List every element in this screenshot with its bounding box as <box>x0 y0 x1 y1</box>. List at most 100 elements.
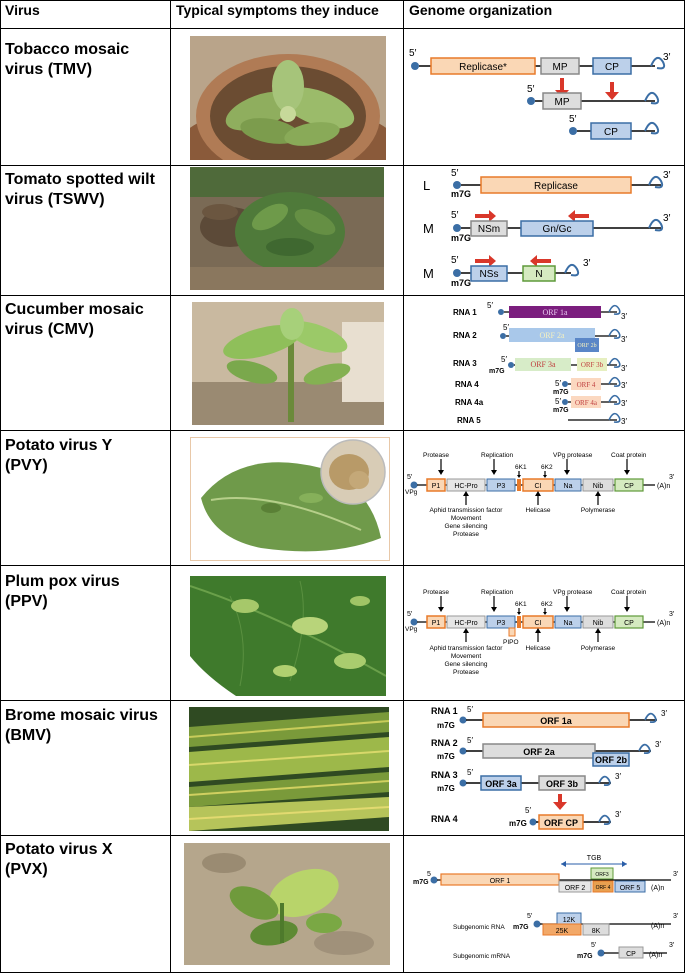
row-divider <box>0 700 685 701</box>
diagram-shape <box>189 737 389 782</box>
genome-label: Na <box>564 620 573 627</box>
tmv-genome-diagram: 5′ Replicase* MP CP 3′ 5′ MP 5′ CP <box>405 30 683 163</box>
virus-name-line1: Tobacco mosaic <box>5 41 130 58</box>
diagram-shape <box>486 478 516 492</box>
diagram-shape <box>410 618 418 626</box>
diagram-shape <box>517 612 521 615</box>
diagram-shape <box>280 106 296 122</box>
diagram-shape <box>509 328 595 342</box>
genome-label: RNA 4 <box>455 380 479 389</box>
genome-label: Protease <box>453 669 479 676</box>
diagram-shape <box>288 342 294 422</box>
diagram-shape <box>520 220 594 237</box>
diagram-shape <box>430 876 438 884</box>
genome-label: Replication <box>481 589 514 596</box>
genome-label: RNA 3 <box>431 770 458 780</box>
genome-label: (A)n <box>657 483 670 490</box>
virus-name-line2: virus (CMV) <box>5 321 94 338</box>
diagram-shape <box>190 267 384 290</box>
diagram-shape <box>189 750 389 766</box>
genome-label: m7G <box>437 721 455 730</box>
virus-name-line1: Brome mosaic virus <box>5 707 158 724</box>
diagram-shape <box>648 175 664 189</box>
diagram-shape <box>597 949 605 957</box>
diagram-shape <box>592 57 632 75</box>
stem-loop-icon <box>650 56 666 70</box>
diagram-shape <box>251 203 289 231</box>
row-divider <box>0 565 685 566</box>
diagram-shape <box>538 814 584 830</box>
genome-label: NSm <box>478 224 500 235</box>
genome-label: Coat protein <box>611 589 647 596</box>
diagram-shape <box>226 360 278 384</box>
cap-icon <box>411 62 419 70</box>
genome-label: RNA 5 <box>457 416 481 425</box>
diagram-shape <box>517 479 521 491</box>
diagram-shape <box>463 628 469 633</box>
diagram-shape <box>292 617 328 635</box>
genome-label: P3 <box>497 620 506 627</box>
genome-label: 5′ <box>467 768 473 777</box>
diagram-shape <box>453 181 461 189</box>
genome-label: m7G <box>489 368 505 375</box>
genome-label: 3′ <box>663 170 671 181</box>
genome-label: ORF 1a <box>542 308 568 317</box>
diagram-shape <box>459 716 467 724</box>
diagram-shape <box>294 209 336 235</box>
diagram-shape <box>530 255 551 267</box>
genome-label: Replicase* <box>459 62 507 73</box>
diagram-shape <box>470 265 508 282</box>
genome-label: m7G <box>577 953 593 960</box>
diagram-shape <box>540 57 580 75</box>
diagram-shape <box>624 607 630 612</box>
genome-label: 3′ <box>621 364 627 373</box>
diagram-shape <box>582 923 610 936</box>
diagram-shape <box>529 818 537 826</box>
genome-label: RNA 4 <box>431 814 458 824</box>
genome-label: 12K <box>563 917 576 924</box>
virus-name-line2: virus (TMV) <box>5 61 93 78</box>
header-divider <box>0 28 685 29</box>
diagram-shape <box>592 880 614 893</box>
diagram-shape <box>280 308 304 340</box>
genome-label: Nib <box>593 483 604 490</box>
genome-label: Replication <box>481 452 514 459</box>
pvy-leaf-and-tuber-photo <box>190 437 390 561</box>
genome-label: CI <box>535 483 542 490</box>
cmv-genome-diagram: RNA 1 RNA 2 RNA 3 RNA 4 RNA 4a RNA 5 5′ … <box>405 300 683 430</box>
diagram-shape <box>644 712 657 724</box>
genome-label: CP <box>604 127 618 138</box>
genome-label: 3′ <box>621 417 627 426</box>
diagram-shape <box>189 772 389 807</box>
genome-label: Gene silencing <box>445 661 488 668</box>
diagram-shape <box>522 265 556 282</box>
genome-label: PIPO <box>503 639 519 646</box>
diagram-shape <box>554 615 582 629</box>
table-border-top <box>0 0 685 1</box>
diagram-shape <box>564 263 580 277</box>
diagram-shape <box>223 324 301 360</box>
tmv-plant-in-pot-photo <box>190 36 386 160</box>
diagram-shape <box>590 122 632 140</box>
diagram-shape <box>535 491 541 496</box>
diagram-shape <box>475 255 496 267</box>
virus-name-tmv: Tobacco mosaic virus (TMV) <box>5 40 170 80</box>
diagram-shape <box>229 886 279 920</box>
genome-label: 3′ <box>663 52 671 63</box>
genome-label: 3′ <box>615 772 621 781</box>
genome-label: 3′ <box>669 942 675 949</box>
diagram-shape <box>350 596 370 606</box>
genome-label: ORF 2a <box>539 331 565 340</box>
genome-label: m7G <box>553 389 569 396</box>
genome-label: ORF 1a <box>540 716 573 726</box>
diagram-shape <box>480 775 522 791</box>
diagram-shape <box>498 309 504 315</box>
genome-label: RNA 2 <box>431 738 458 748</box>
genome-label: ORF 3a <box>485 779 518 789</box>
diagram-shape <box>463 491 469 496</box>
genome-label: m7G <box>413 879 429 886</box>
diagram-shape <box>280 903 284 943</box>
genome-label: Gn/Gc <box>543 224 572 235</box>
genome-label: VPg protease <box>553 589 593 596</box>
diagram-shape <box>542 923 582 936</box>
